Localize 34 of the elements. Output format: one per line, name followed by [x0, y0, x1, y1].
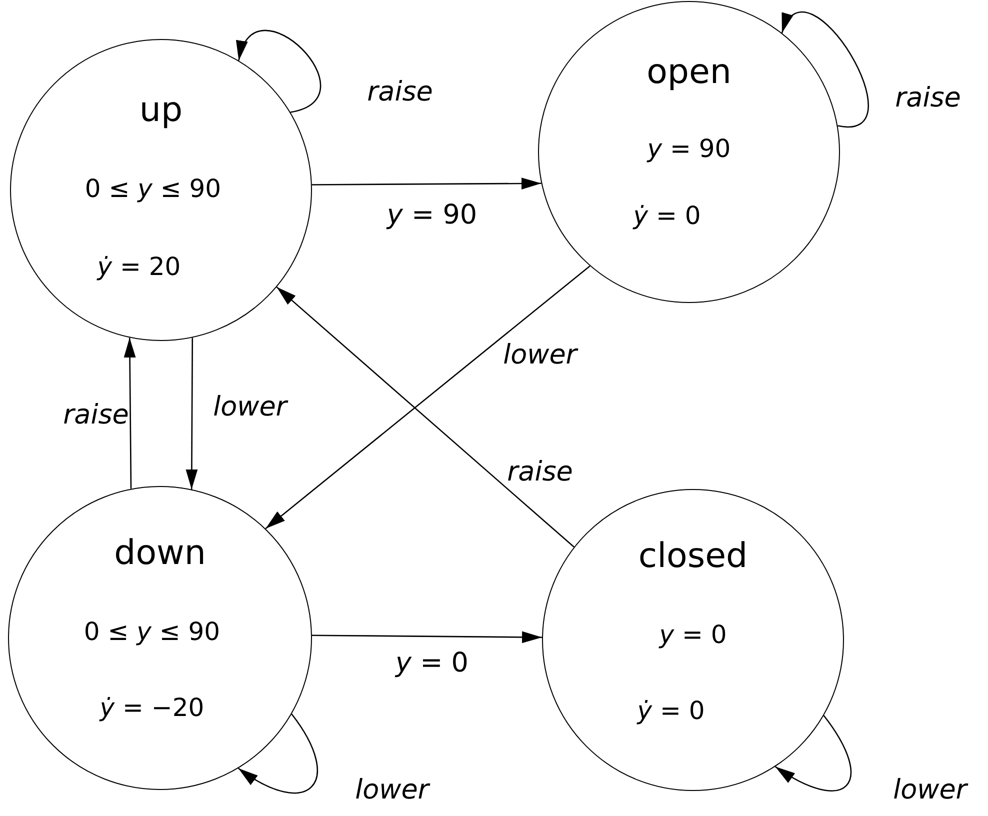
state-name: closed	[638, 536, 748, 576]
state-equation: 0 ≤ y ≤ 90	[84, 617, 220, 646]
transition-arrow	[276, 286, 574, 548]
state-circle	[8, 486, 312, 790]
self-loop-arrow	[774, 715, 852, 792]
transition-arrow	[312, 178, 542, 190]
state-name: open	[646, 52, 732, 92]
state-equation: 0 ≤ y ≤ 90	[84, 174, 222, 203]
state-name: down	[114, 533, 206, 573]
self-loop-arrow	[238, 714, 318, 794]
edge-label: lower	[212, 392, 289, 422]
state-equation: ẏ = −20	[100, 693, 204, 722]
state-equation: ẏ = 20	[97, 252, 181, 281]
self-loop-arrow	[781, 12, 869, 127]
edge-label: raise	[894, 82, 962, 114]
state-equation: y = 90	[647, 134, 731, 163]
edge-label: lower	[892, 774, 969, 806]
transition-arrow	[265, 265, 590, 530]
state-circle	[542, 489, 844, 791]
edge-label: raise	[506, 456, 574, 488]
state-equation: ẏ = 0	[637, 696, 705, 725]
state-name: up	[139, 90, 183, 130]
transition-arrow	[186, 338, 198, 490]
state-equation: ẏ = 0	[633, 201, 701, 230]
edge-label: lower	[354, 774, 431, 806]
state-equation: y = 0	[659, 620, 727, 649]
transition-arrow	[312, 631, 542, 644]
edge-label: lower	[502, 340, 579, 370]
state-circle	[10, 39, 312, 341]
edge-label: raise	[366, 76, 434, 108]
self-loop-arrow	[238, 30, 322, 113]
state-circle	[538, 1, 840, 303]
transition-arrow	[124, 338, 136, 489]
edge-label: raise	[62, 400, 130, 430]
